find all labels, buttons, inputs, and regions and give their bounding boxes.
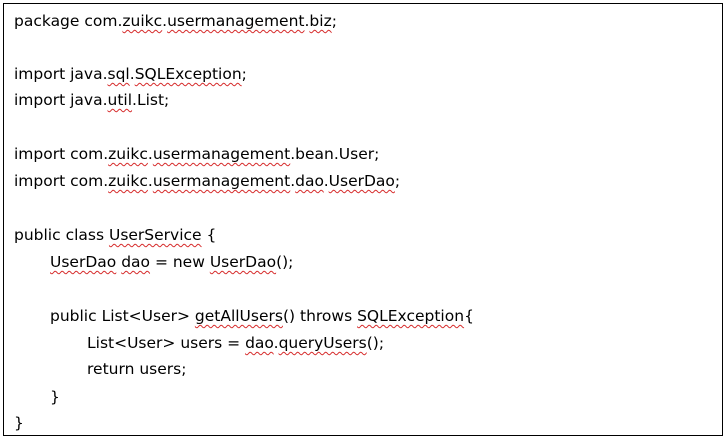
code-token: ; <box>241 65 247 83</box>
spellcheck-flagged-token: getAllUsers <box>194 307 283 325</box>
spellcheck-flagged-token: UserDao <box>50 253 117 271</box>
code-token: package com. <box>14 12 123 30</box>
code-line-dao-field: UserDao dao = new UserDao(); <box>50 251 293 273</box>
code-token: import java. <box>14 91 108 109</box>
code-line-import-userdao: import com.zuikc.usermanagement.dao.User… <box>14 170 400 192</box>
code-token: . <box>290 172 296 190</box>
spellcheck-flagged-token: usermanagement <box>152 172 291 190</box>
code-token: .bean.User; <box>290 145 380 163</box>
code-token: . <box>129 65 135 83</box>
code-token: = new <box>150 253 210 271</box>
code-line-class-declaration: public class UserService { <box>14 224 216 246</box>
code-token: import com. <box>14 145 109 163</box>
spellcheck-flagged-token: sql <box>107 65 130 83</box>
code-token: ; <box>394 172 401 190</box>
code-line-return: return users; <box>87 358 186 380</box>
spellcheck-flagged-token: usermanagement <box>152 145 291 163</box>
spellcheck-flagged-token: zuikc <box>122 12 163 30</box>
spellcheck-flagged-token: usermanagement <box>167 12 305 30</box>
spellcheck-flagged-token: UserDao <box>328 172 395 190</box>
code-token: . <box>162 12 168 30</box>
code-token: . <box>147 145 153 163</box>
spellcheck-flagged-token: biz <box>309 12 332 30</box>
code-line-import-list: import java.util.List; <box>14 89 169 111</box>
code-token: import com. <box>14 172 109 190</box>
code-token: } <box>50 388 60 406</box>
code-token: public List<User> <box>50 307 195 325</box>
spellcheck-flagged-token: SQLException <box>357 307 465 325</box>
spellcheck-flagged-token: queryUsers <box>278 334 367 352</box>
spellcheck-flagged-token: zuikc <box>108 145 148 163</box>
code-token: return users; <box>87 360 187 378</box>
code-block: package com.zuikc.usermanagement.biz; im… <box>3 3 723 436</box>
spellcheck-flagged-token: UserService <box>108 226 202 244</box>
code-token: List<User> users = <box>87 334 246 352</box>
code-token: () throws <box>282 307 358 325</box>
spellcheck-flagged-token: UserDao <box>209 253 277 271</box>
code-token: .List; <box>132 91 170 109</box>
code-token: . <box>273 334 279 352</box>
code-token: { <box>201 226 217 244</box>
code-token: { <box>464 307 474 325</box>
spellcheck-flagged-token: dao <box>245 334 274 352</box>
code-token: ; <box>331 12 337 30</box>
code-token: public class <box>14 226 109 244</box>
spellcheck-flagged-token: dao <box>121 253 151 271</box>
spellcheck-flagged-token: zuikc <box>108 172 148 190</box>
code-token: . <box>323 172 329 190</box>
code-line-method-close: } <box>50 386 60 408</box>
code-line-import-sqlexception: import java.sql.SQLException; <box>14 63 247 85</box>
code-token: . <box>147 172 153 190</box>
code-line-query-users: List<User> users = dao.queryUsers(); <box>87 332 384 354</box>
code-token: } <box>14 414 24 432</box>
code-token: (); <box>276 253 294 271</box>
code-line-method-signature: public List<User> getAllUsers() throws S… <box>50 305 474 327</box>
code-line-import-user: import com.zuikc.usermanagement.bean.Use… <box>14 143 379 165</box>
code-token: . <box>304 12 310 30</box>
code-line-class-close: } <box>14 412 24 434</box>
spellcheck-flagged-token: dao <box>295 172 324 190</box>
code-token: (); <box>366 334 385 352</box>
code-token: import java. <box>14 65 108 83</box>
code-line-package: package com.zuikc.usermanagement.biz; <box>14 10 337 32</box>
spellcheck-flagged-token: util <box>107 91 133 109</box>
spellcheck-flagged-token: SQLException <box>134 65 242 83</box>
